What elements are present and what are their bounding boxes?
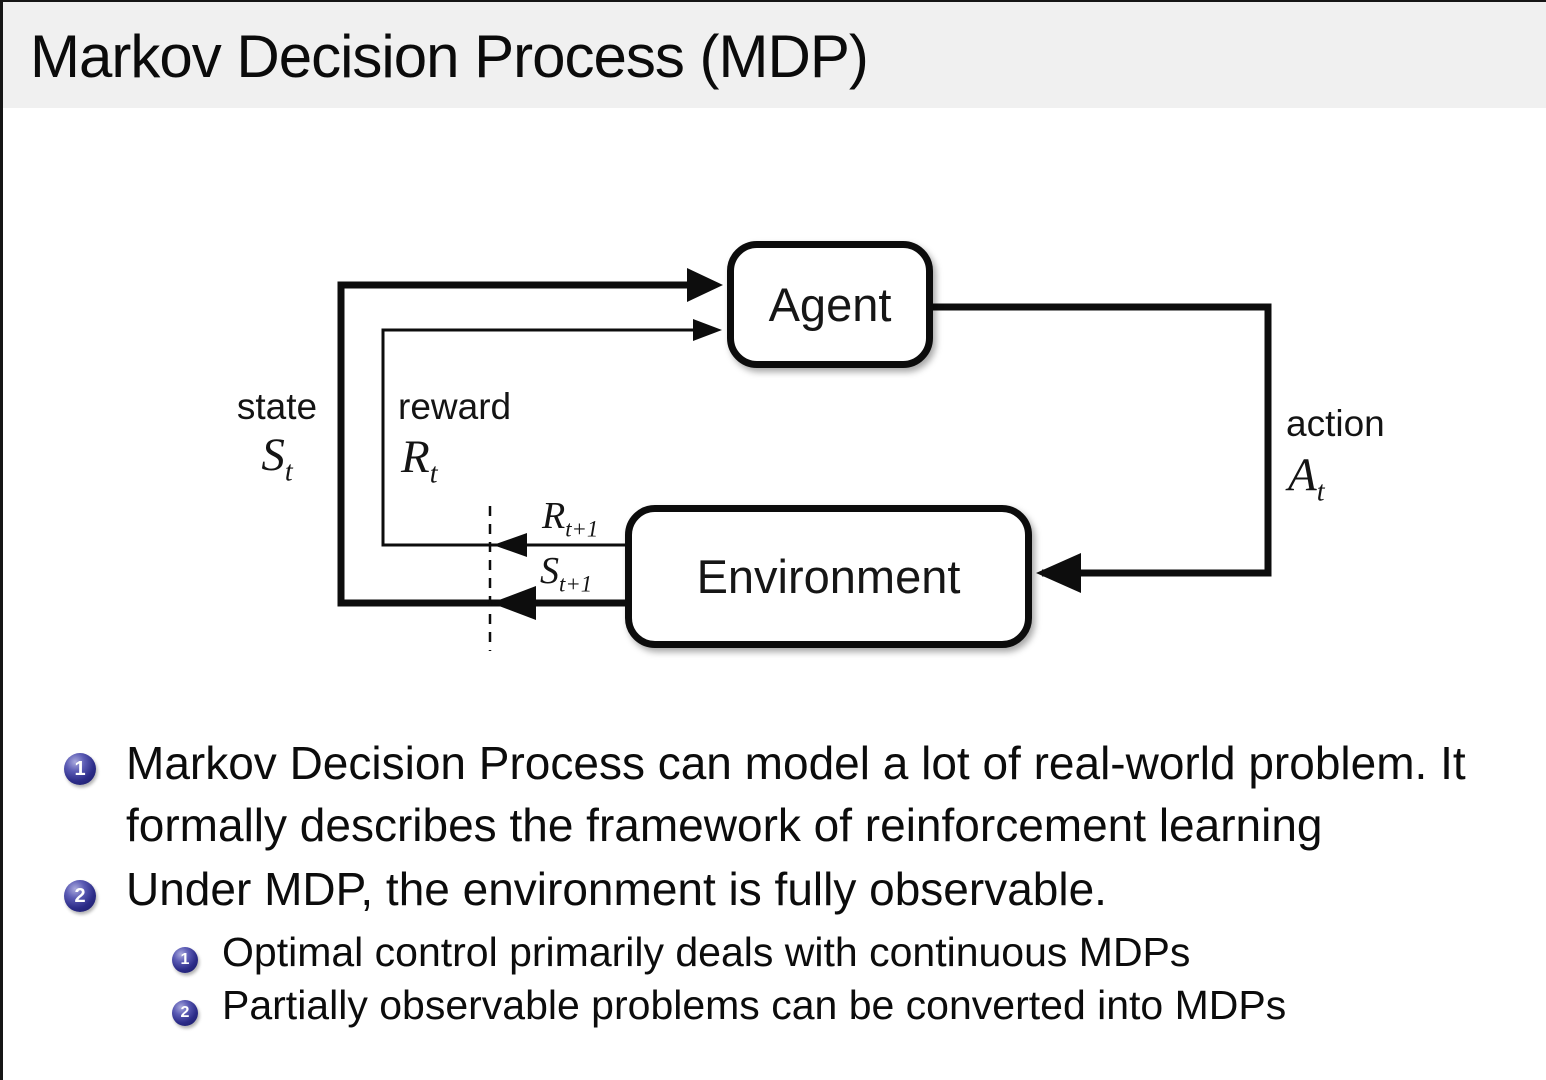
sub-bullet-2-text: Partially observable problems can be con… <box>222 982 1287 1028</box>
state-loop-line <box>337 281 690 607</box>
state-symbol: St <box>222 428 332 488</box>
next-reward-subscript: t+1 <box>565 516 599 542</box>
sub-bullet-1-text: Optimal control primarily deals with con… <box>222 929 1191 975</box>
next-state-symbol: St+1 <box>540 549 592 598</box>
action-label: action <box>1286 403 1385 444</box>
window-top-edge <box>0 0 1546 2</box>
bullet-1-number: 1 <box>74 757 86 780</box>
state-label: state <box>236 386 318 427</box>
environment-box: Environment <box>625 505 1032 648</box>
reward-symbol-base: R <box>401 431 430 483</box>
environment-box-label: Environment <box>696 550 961 603</box>
next-reward-symbol: Rt+1 <box>542 494 598 543</box>
reward-into-agent-arrowhead-icon <box>693 319 722 341</box>
action-into-environment-arrowhead-icon <box>1036 553 1081 593</box>
bullet-2-text: Under MDP, the environment is fully obse… <box>126 863 1107 915</box>
state-into-agent-arrowhead-icon <box>687 268 723 302</box>
slide-title: Markov Decision Process (MDP) <box>30 23 869 90</box>
state-symbol-subscript: t <box>284 456 293 488</box>
action-loop-line <box>930 303 1272 577</box>
bullet-2-number: 2 <box>74 884 86 907</box>
state-symbol-base: S <box>261 429 285 481</box>
bullet-2-number-ball: 2 <box>64 880 96 912</box>
window-left-edge <box>0 0 3 1080</box>
reward-label: reward <box>398 386 512 427</box>
next-state-arrowhead-icon <box>491 586 536 620</box>
title-bar <box>0 0 1546 108</box>
bullet-1-number-ball: 1 <box>64 753 96 785</box>
next-state-subscript: t+1 <box>559 571 593 597</box>
agent-box: Agent <box>727 241 933 368</box>
reward-symbol: Rt <box>401 430 438 490</box>
action-symbol-subscript: t <box>1316 476 1325 508</box>
reward-symbol-subscript: t <box>429 458 438 490</box>
next-state-base: S <box>540 550 559 592</box>
next-reward-base: R <box>542 495 566 537</box>
sub-bullet-1-number: 1 <box>180 951 190 968</box>
action-symbol: At <box>1288 448 1325 508</box>
agent-box-label: Agent <box>768 278 892 331</box>
sub-bullet-1-number-ball: 1 <box>172 947 198 973</box>
next-reward-arrowhead-icon <box>493 533 527 557</box>
bullet-1-text: Markov Decision Process can model a lot … <box>126 737 1466 851</box>
sub-bullet-2-number-ball: 2 <box>172 1000 198 1026</box>
action-symbol-base: A <box>1288 449 1317 501</box>
sub-bullet-2-number: 2 <box>180 1004 190 1021</box>
